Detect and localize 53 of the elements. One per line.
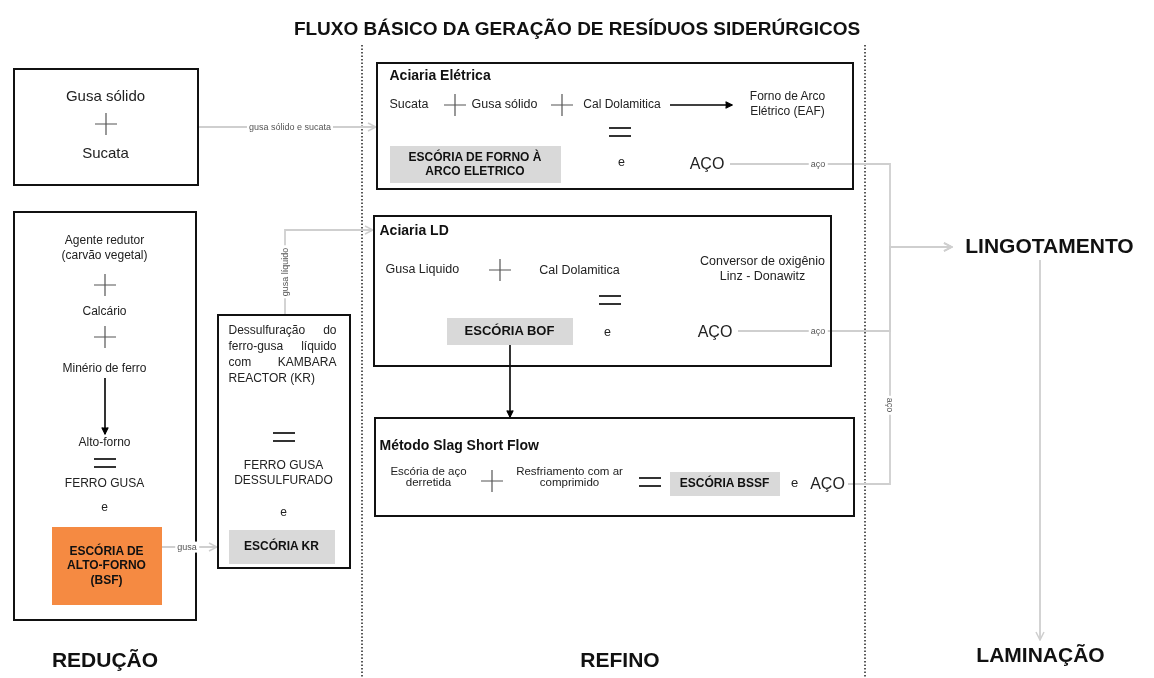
process-box bbox=[376, 62, 854, 190]
text-label: AÇO bbox=[807, 472, 848, 495]
process-description: Dessulfuração do ferro-gusa líquido com KAMBARA REACTOR (KR) bbox=[228, 321, 337, 386]
arrow bbox=[1035, 259, 1045, 641]
ingredient-text: Sucata bbox=[81, 143, 130, 163]
ingredient-text: Gusa sólido bbox=[64, 86, 147, 106]
product-text: FERRO GUSA DESSULFURADO bbox=[233, 457, 334, 488]
edge-label: gusa sólido e sucata bbox=[246, 121, 334, 133]
box-heading: Aciaria LD bbox=[379, 221, 450, 239]
text-label: Alto-forno bbox=[59, 433, 150, 452]
stage-heading: LINGOTAMENTO bbox=[952, 232, 1147, 260]
ingredient-text: Gusa sólido bbox=[471, 96, 539, 113]
ingredient-text: Resfriamento com ar comprimido bbox=[515, 465, 624, 489]
text-label: Cal Dolamitica bbox=[574, 95, 670, 114]
process-box bbox=[373, 215, 832, 367]
ingredient-text: Gusa Liquido bbox=[385, 261, 461, 278]
stage-heading: LAMINAÇÃO bbox=[968, 640, 1113, 670]
arrow bbox=[669, 101, 733, 109]
text-label: Minério de ferro bbox=[39, 359, 170, 378]
conjunction-text: e bbox=[617, 154, 626, 171]
text-label: AÇO bbox=[684, 152, 730, 175]
ingredient-text: Calcário bbox=[81, 303, 128, 319]
text-label: Conversor de oxigênio Linz - Donawitz bbox=[687, 247, 838, 290]
highlight-box: ESCÓRIA BSSF bbox=[669, 471, 780, 496]
box-heading: Aciaria Elétrica bbox=[389, 66, 492, 84]
highlight-box: ESCÓRIA DE ALTO-FORNO (BSF) bbox=[51, 526, 162, 605]
highlight-box: ESCÓRIA KR bbox=[228, 529, 335, 564]
arrow bbox=[101, 377, 109, 435]
highlight-box: ESCÓRIA DE FORNO À ARCO ELETRICO bbox=[389, 145, 561, 183]
highlight-box: ESCÓRIA BOF bbox=[446, 317, 573, 345]
text-label: AÇO bbox=[692, 321, 738, 342]
process-box bbox=[217, 314, 351, 569]
diagram-title: FLUXO BÁSICO DA GERAÇÃO DE RESÍDUOS SIDERÚRGICOS bbox=[293, 18, 861, 40]
ingredient-text: Escória de aço derretida bbox=[389, 465, 468, 489]
section-heading: REFINO bbox=[580, 648, 660, 672]
conjunction-text: e bbox=[603, 324, 612, 341]
product-text: FERRO GUSA bbox=[63, 475, 146, 491]
ingredient-text: Agente redutor (carvão vegetal) bbox=[60, 232, 149, 263]
edge-label: gusa líquido bbox=[279, 245, 291, 299]
conjunction-text: e bbox=[789, 474, 800, 491]
process-box bbox=[13, 211, 197, 621]
ingredient-text: Sucata bbox=[389, 96, 430, 113]
arrow bbox=[506, 344, 514, 418]
process-box bbox=[374, 417, 855, 517]
section-heading: REDUÇÃO bbox=[51, 648, 159, 672]
conjunction-text: e bbox=[279, 504, 288, 520]
box-heading: Método Slag Short Flow bbox=[379, 436, 540, 454]
process-box bbox=[13, 68, 199, 186]
arrow bbox=[847, 242, 953, 485]
text-label: Forno de Arco Elétrico (EAF) bbox=[731, 83, 844, 124]
text-label: Cal Dolamitica bbox=[529, 261, 630, 280]
conjunction-text: e bbox=[100, 499, 109, 515]
edge-label: gusa bbox=[175, 541, 199, 553]
